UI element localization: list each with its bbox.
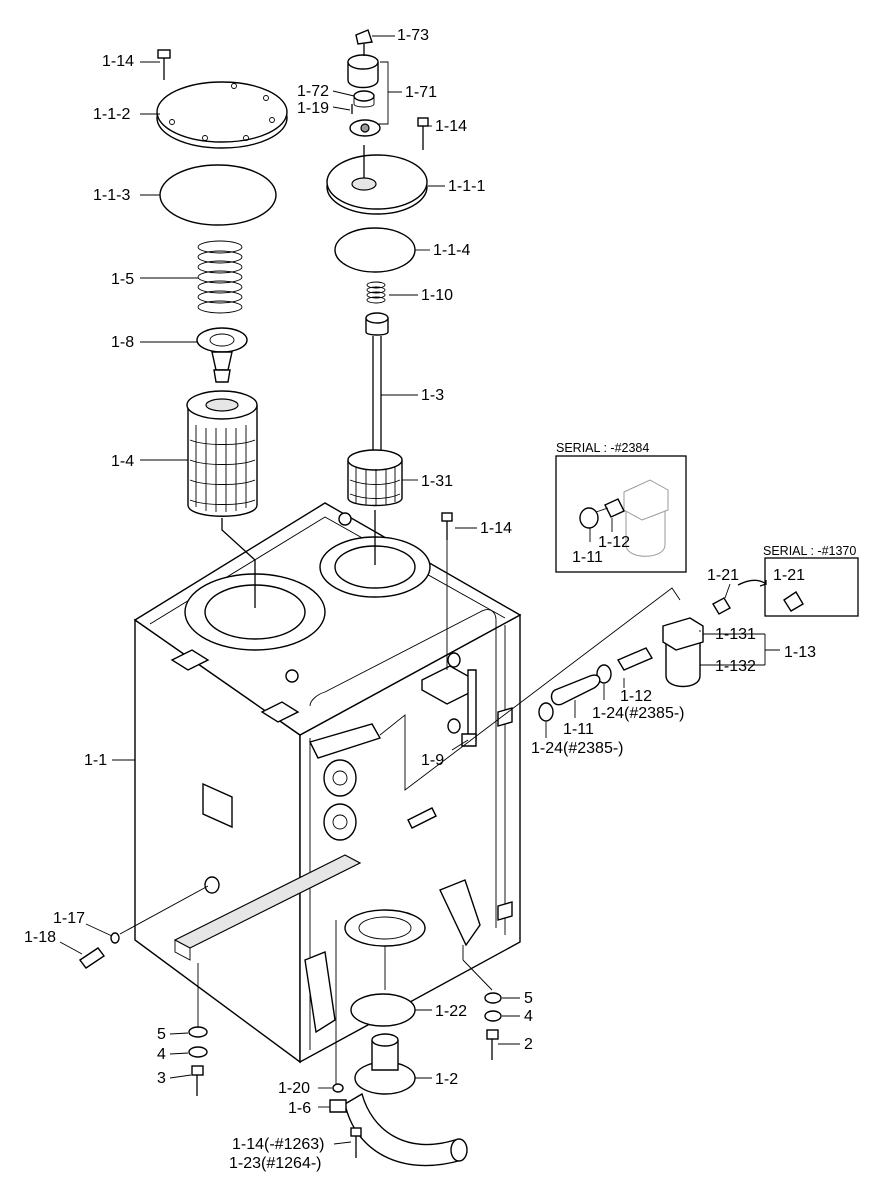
callout-1-24-lower: 1-24(#2385-) — [531, 740, 624, 757]
lower-left-hardware — [78, 885, 209, 1096]
left-cover-assembly — [156, 49, 288, 608]
callout-1-1-4: 1-1-4 — [433, 242, 470, 259]
callout-3: 3 — [157, 1070, 166, 1087]
lower-right-hardware — [462, 945, 502, 1060]
callout-1-22: 1-22 — [435, 1003, 467, 1020]
callout-4-left: 4 — [157, 1046, 166, 1063]
callout-1-1-3: 1-1-3 — [93, 187, 130, 204]
serial-a-title: SERIAL : -#2384 — [556, 441, 649, 455]
callout-1-21: 1-21 — [707, 567, 739, 584]
callout-labels: 1-73 1-72 1-71 1-19 1-14 1-1-2 1-14 1-1-… — [24, 27, 816, 1172]
callout-1-14-bottom: 1-14(-#1263) — [232, 1136, 325, 1153]
hydraulic-tank — [133, 502, 522, 1064]
callout-1-3: 1-3 — [421, 387, 444, 404]
serial-b-label-1-21: 1-21 — [773, 567, 805, 584]
serial-b-title: SERIAL : -#1370 — [763, 544, 856, 558]
callout-1-9: 1-9 — [421, 752, 444, 769]
callout-1-18: 1-18 — [24, 929, 56, 946]
callout-1-14-middle: 1-14 — [480, 520, 512, 537]
callout-1-72: 1-72 — [297, 83, 329, 100]
callout-1-14-top-left: 1-14 — [102, 53, 134, 70]
return-line-assembly — [379, 587, 731, 791]
level-gauge-assembly — [441, 512, 477, 747]
callout-1-2: 1-2 — [435, 1071, 458, 1088]
callout-5-left: 5 — [157, 1026, 166, 1043]
callout-1-23: 1-23(#1264-) — [229, 1155, 322, 1172]
callout-1-24-upper: 1-24(#2385-) — [592, 705, 685, 722]
callout-1-19: 1-19 — [297, 100, 329, 117]
callout-1-4: 1-4 — [111, 453, 134, 470]
callout-1-11: 1-11 — [563, 721, 594, 738]
callout-1-131: 1-131 — [715, 626, 756, 643]
callout-1-10: 1-10 — [421, 287, 453, 304]
callout-1-73: 1-73 — [397, 27, 429, 44]
serial-a-label-1-12: 1-12 — [598, 534, 630, 551]
callout-1-71: 1-71 — [405, 84, 437, 101]
callout-1-132: 1-132 — [715, 658, 756, 675]
callout-1-5: 1-5 — [111, 271, 134, 288]
callout-5-right: 5 — [524, 990, 533, 1007]
callout-2: 2 — [524, 1036, 533, 1053]
suction-pipe-assembly — [329, 920, 468, 1167]
leader-lines — [59, 35, 780, 1145]
callout-1-17: 1-17 — [53, 910, 85, 927]
callout-1-8: 1-8 — [111, 334, 134, 351]
serial-inset-box-a: SERIAL : -#2384 1-11 1-12 — [555, 441, 687, 573]
callout-4-right: 4 — [524, 1008, 533, 1025]
callout-1-1: 1-1 — [84, 752, 107, 769]
callout-1-13: 1-13 — [784, 644, 816, 661]
callout-1-31: 1-31 — [421, 473, 453, 490]
serial-a-label-1-11: 1-11 — [572, 549, 603, 566]
callout-1-20: 1-20 — [278, 1080, 310, 1097]
serial-inset-box-b: SERIAL : -#1370 1-21 — [737, 544, 859, 617]
callout-1-12: 1-12 — [620, 688, 652, 705]
callout-1-14-top-right: 1-14 — [435, 118, 467, 135]
callout-1-1-2: 1-1-2 — [93, 106, 130, 123]
callout-1-6: 1-6 — [288, 1100, 311, 1117]
right-cover-assembly — [326, 29, 429, 565]
callout-1-1-1: 1-1-1 — [448, 178, 485, 195]
